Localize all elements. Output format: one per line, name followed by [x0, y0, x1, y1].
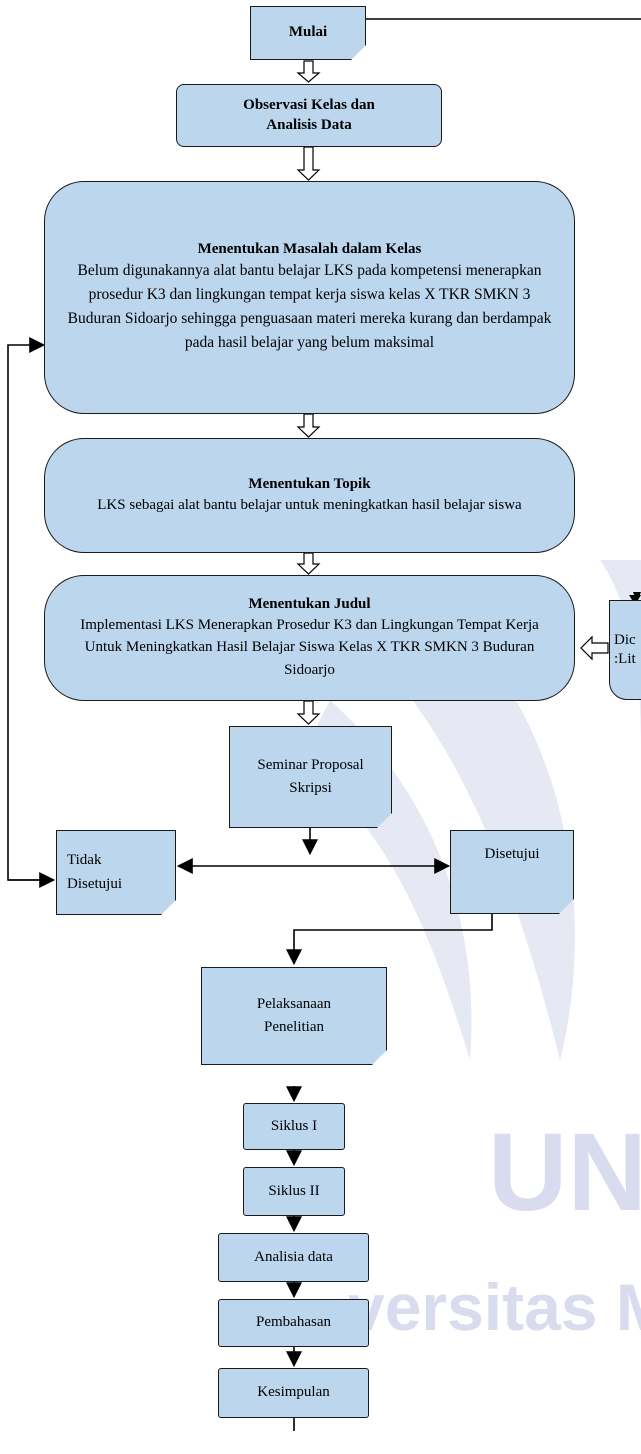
pembahasan-label: Pembahasan: [256, 1314, 331, 1331]
masalah-title: Menentukan Masalah dalam Kelas: [197, 240, 422, 257]
pelaksanaan-node: Pelaksanaan Penelitian: [201, 967, 387, 1065]
disetujui-label: Disetujui: [484, 846, 540, 862]
judul-body: Implementasi LKS Menerapkan Prosedur K3 …: [80, 616, 539, 678]
mulai-node: Mulai: [250, 6, 366, 60]
seminar-node: Seminar Proposal Skripsi: [229, 726, 392, 828]
tidak-disetujui-label: Tidak Disetujui: [67, 852, 122, 892]
siklus-2-node: Siklus II: [243, 1167, 345, 1216]
hollow-left-arrow: [580, 635, 609, 661]
kesimpulan-node: Kesimpulan: [218, 1368, 369, 1418]
seminar-label: Seminar Proposal Skripsi: [257, 756, 364, 796]
masalah-node: Menentukan Masalah dalam Kelas Belum dig…: [44, 181, 575, 414]
topik-body: LKS sebagai alat bantu belajar untuk men…: [97, 496, 522, 513]
hollow-arrow-3: [296, 413, 321, 438]
topik-node: Menentukan Topik LKS sebagai alat bantu …: [44, 438, 575, 553]
watermark-big-text: UN: [488, 1111, 641, 1234]
pembahasan-node: Pembahasan: [218, 1299, 369, 1347]
siklus-2-label: Siklus II: [268, 1182, 320, 1199]
siklus-1-label: Siklus I: [270, 1117, 318, 1134]
hollow-arrow-4: [296, 552, 321, 575]
masalah-body: Belum digunakannya alat bantu belajar LK…: [67, 262, 552, 352]
analisia-label: Analisia data: [254, 1248, 333, 1265]
observasi-label: Observasi Kelas dan Analisis Data: [243, 97, 375, 133]
judul-title: Menentukan Judul: [248, 595, 371, 612]
observasi-node: Observasi Kelas dan Analisis Data: [176, 84, 442, 147]
pelaksanaan-label: Pelaksanaan Penelitian: [256, 995, 332, 1035]
side-line-1: Dic: [614, 631, 636, 648]
hollow-arrow-1: [296, 60, 321, 83]
tidak-disetujui-node: Tidak Disetujui: [56, 830, 176, 915]
analisia-node: Analisia data: [218, 1233, 369, 1282]
topik-title: Menentukan Topik: [248, 475, 371, 492]
disetujui-node: Disetujui: [450, 830, 574, 914]
siklus-1-node: Siklus I: [243, 1103, 345, 1150]
side-literature-node: Dic :Lit: [609, 600, 641, 700]
mulai-label: Mulai: [288, 24, 328, 41]
hollow-arrow-2: [296, 146, 321, 181]
watermark-small-text: versitas M: [348, 1270, 641, 1344]
hollow-arrow-5: [296, 700, 321, 725]
side-line-2: :Lit: [614, 651, 636, 667]
kesimpulan-label: Kesimpulan: [257, 1384, 330, 1401]
judul-node: Menentukan Judul Implementasi LKS Menera…: [44, 575, 575, 701]
